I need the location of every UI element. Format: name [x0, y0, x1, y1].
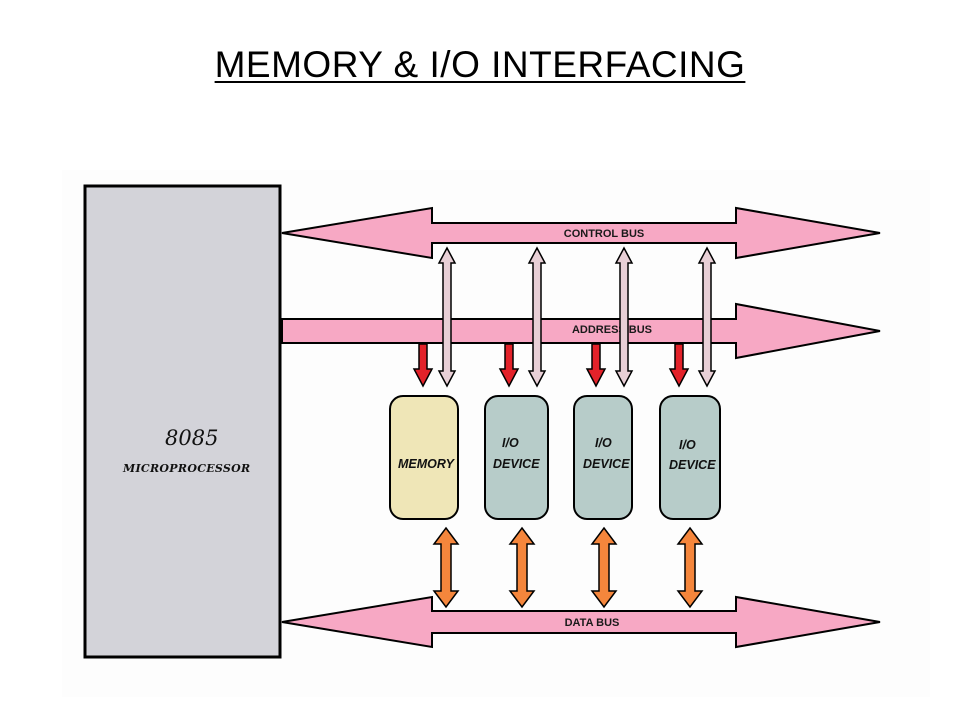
io-device-2-line1: I/O — [595, 436, 612, 450]
address-line-memory — [412, 343, 434, 388]
address-line-io-2 — [585, 343, 607, 388]
io-device-block-2 — [573, 395, 633, 520]
data-line-io-2 — [590, 526, 618, 609]
io-device-block-1 — [484, 395, 549, 520]
io-device-3-line1: I/O — [679, 438, 696, 452]
io-device-3-line2: DEVICE — [669, 458, 716, 472]
control-line-io-3 — [697, 246, 717, 388]
address-bus-label: ADDRESS BUS — [572, 324, 652, 336]
control-bus-arrow — [281, 206, 881, 260]
data-line-memory — [432, 526, 460, 609]
io-device-1-line2: DEVICE — [493, 457, 540, 471]
page-title: MEMORY & I/O INTERFACING — [214, 44, 746, 85]
control-line-io-2 — [614, 246, 634, 388]
data-bus-label: DATA BUS — [565, 617, 620, 629]
cpu-name-label: MICROPROCESSOR — [122, 462, 251, 475]
control-line-memory — [437, 246, 457, 388]
io-device-block-3 — [659, 395, 721, 520]
memory-label: MEMORY — [398, 457, 456, 471]
control-line-io-1 — [527, 246, 547, 388]
address-line-io-3 — [668, 343, 690, 388]
io-device-2-line2: DEVICE — [583, 457, 630, 471]
data-line-io-1 — [508, 526, 536, 609]
cpu-model-label: 8085 — [165, 426, 218, 450]
microprocessor-block — [83, 184, 282, 659]
address-bus-arrow — [281, 302, 881, 360]
address-line-io-1 — [498, 343, 520, 388]
data-bus-arrow — [281, 595, 881, 649]
io-device-1-line1: I/O — [502, 436, 519, 450]
memory-block — [389, 395, 459, 520]
data-line-io-3 — [676, 526, 704, 609]
control-bus-label: CONTROL BUS — [564, 228, 644, 240]
